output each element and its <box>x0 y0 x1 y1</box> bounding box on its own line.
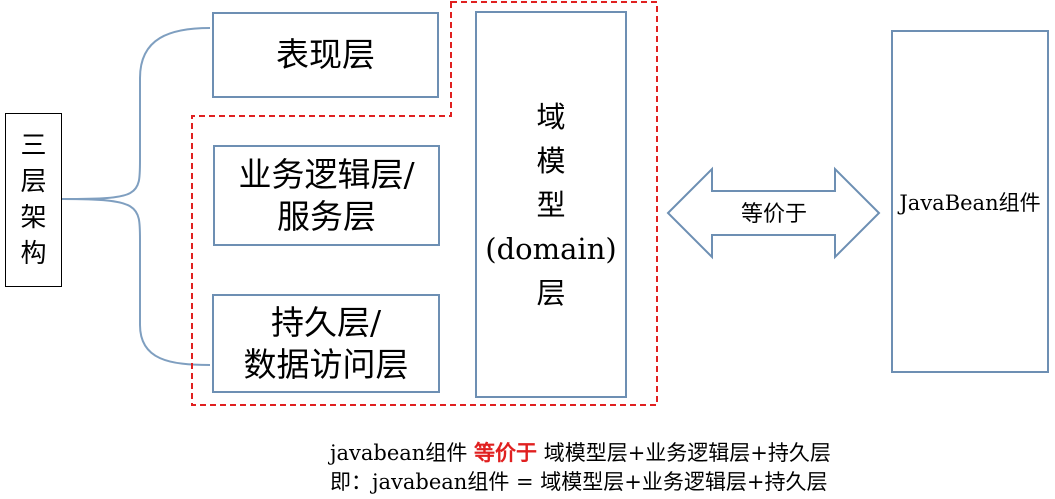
persistence-layer-label-line1: 持久层/ <box>270 302 382 342</box>
business-layer-box: 业务逻辑层/ 服务层 <box>213 145 440 246</box>
caption-line1-prefix: javabean组件 <box>330 441 475 465</box>
domain-layer-box: 域 模 型 (domain) 层 <box>475 11 627 398</box>
business-layer-label-line1: 业务逻辑层/ <box>238 154 415 194</box>
double-arrow <box>666 166 881 260</box>
three-tier-label: 三层架构 <box>20 131 47 269</box>
caption-line-1: javabean组件 等价于 域模型层+业务逻辑层+持久层 <box>330 440 831 466</box>
javabean-component-box: JavaBean组件 <box>891 30 1049 373</box>
domain-layer-label: 域 模 型 (domain) 层 <box>485 99 617 310</box>
caption-line1-emphasis: 等价于 <box>474 440 538 465</box>
three-tier-architecture-box: 三层架构 <box>5 113 62 287</box>
presentation-layer-box: 表现层 <box>212 12 439 98</box>
brace-connector <box>61 27 211 366</box>
presentation-layer-label: 表现层 <box>276 35 375 74</box>
caption-line1-suffix: 域模型层+业务逻辑层+持久层 <box>537 441 831 465</box>
persistence-layer-box: 持久层/ 数据访问层 <box>212 294 440 393</box>
caption-line-2: 即：javabean组件 = 域模型层+业务逻辑层+持久层 <box>330 470 828 494</box>
javabean-label: JavaBean组件 <box>899 190 1041 215</box>
persistence-layer-label-line2: 数据访问层 <box>243 344 409 384</box>
dashed-region-outline <box>191 1 658 406</box>
equivalence-label: 等价于 <box>740 202 807 227</box>
business-layer-label-line2: 服务层 <box>277 196 376 236</box>
